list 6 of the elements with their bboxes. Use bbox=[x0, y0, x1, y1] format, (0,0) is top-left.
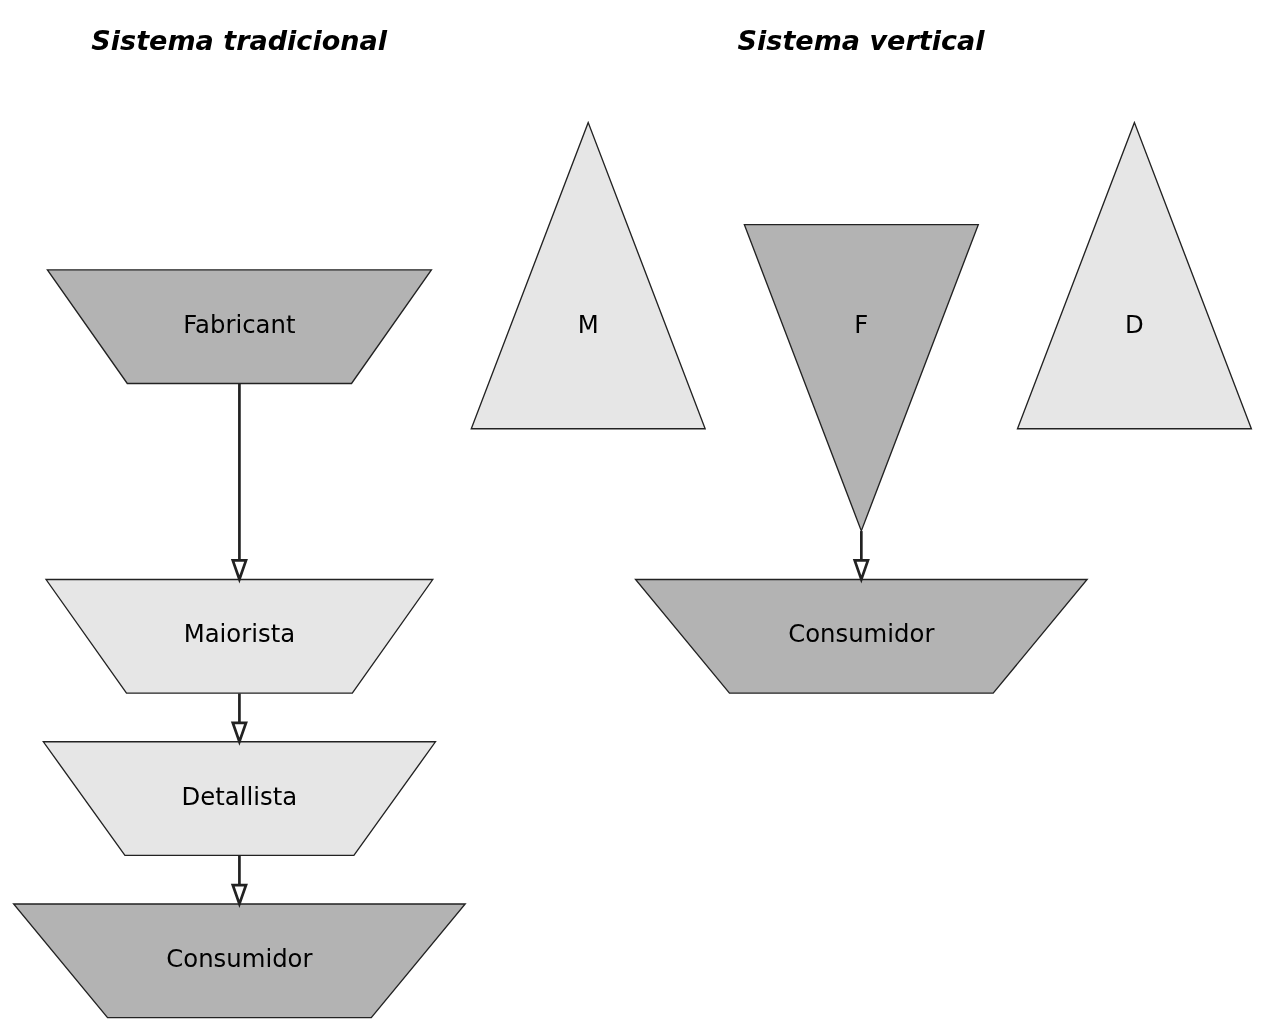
label: Sistema tradicional bbox=[91, 24, 387, 56]
arrow bbox=[230, 855, 248, 908]
arrow bbox=[230, 693, 248, 746]
arrow bbox=[852, 530, 870, 583]
label: Sistema vertical bbox=[737, 24, 985, 56]
arrow bbox=[230, 383, 248, 583]
